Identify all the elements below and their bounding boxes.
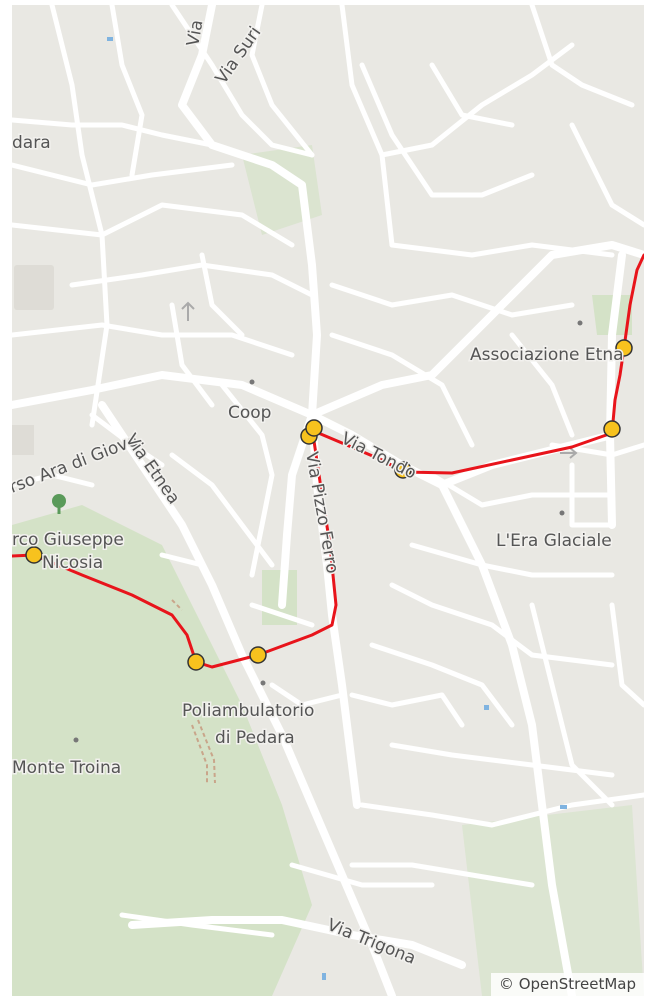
main-roads — [12, 5, 644, 996]
water-dot — [107, 37, 113, 41]
label-era-glaciale: L'Era Glaciale — [496, 531, 612, 551]
route-waypoint[interactable] — [187, 653, 205, 671]
park-areas — [12, 145, 644, 996]
label-parco-line1: rco Giuseppe — [12, 530, 124, 550]
label-pedara: dara — [12, 133, 51, 153]
water-dot — [484, 705, 489, 710]
road-via-trigona — [128, 916, 466, 969]
route-waypoints[interactable] — [25, 339, 633, 671]
road-corso-ara-di-giove — [12, 371, 316, 419]
route-waypoint[interactable] — [603, 420, 621, 438]
poi-dot-poliambulatorio — [260, 680, 266, 686]
road-far-east — [606, 251, 626, 529]
poi-dot-associazione — [577, 320, 583, 326]
map-svg[interactable]: dara Via Via Suri Associazione Etna rso … — [12, 5, 644, 996]
map-canvas[interactable]: dara Via Via Suri Associazione Etna rso … — [12, 5, 644, 996]
building-block — [14, 265, 54, 310]
water-dot — [560, 805, 567, 809]
poi-dot-coop — [249, 379, 255, 385]
route-waypoint[interactable] — [305, 419, 323, 437]
road-via-pizzo-ferro — [308, 411, 361, 809]
map-attribution[interactable]: © OpenStreetMap — [490, 973, 644, 996]
footpaths — [171, 599, 216, 785]
poi-dot-monte-troina — [73, 737, 79, 743]
label-parco-line2: Nicosia — [42, 553, 103, 573]
route-waypoint[interactable] — [615, 339, 633, 357]
poi-dot-era-glaciale — [559, 510, 565, 516]
label-poliambulatorio-line2: di Pedara — [215, 728, 295, 748]
road-via-etnea — [98, 401, 396, 996]
water-features — [107, 37, 567, 980]
route-waypoint[interactable] — [25, 546, 43, 564]
label-poliambulatorio-line1: Poliambulatorio — [182, 701, 314, 721]
building-patches — [12, 265, 54, 455]
poi-dots — [73, 320, 583, 743]
road-secondary — [278, 411, 316, 609]
label-coop: Coop — [228, 403, 271, 423]
tree-icon — [52, 494, 66, 514]
road-south-east — [438, 481, 576, 996]
park-area-west — [12, 505, 312, 996]
arrow-right-icon — [560, 447, 578, 459]
road-east — [308, 241, 644, 419]
route-waypoint[interactable] — [249, 646, 267, 664]
minor-roads — [12, 5, 644, 938]
label-associazione: Associazione Etna — [470, 345, 624, 365]
building-block — [12, 425, 34, 455]
arrow-up-icon — [181, 301, 195, 321]
road-via-north — [178, 5, 321, 419]
route-waypoint[interactable] — [394, 461, 412, 479]
label-monte-troina: Monte Troina — [12, 758, 121, 778]
water-dot — [322, 973, 326, 980]
